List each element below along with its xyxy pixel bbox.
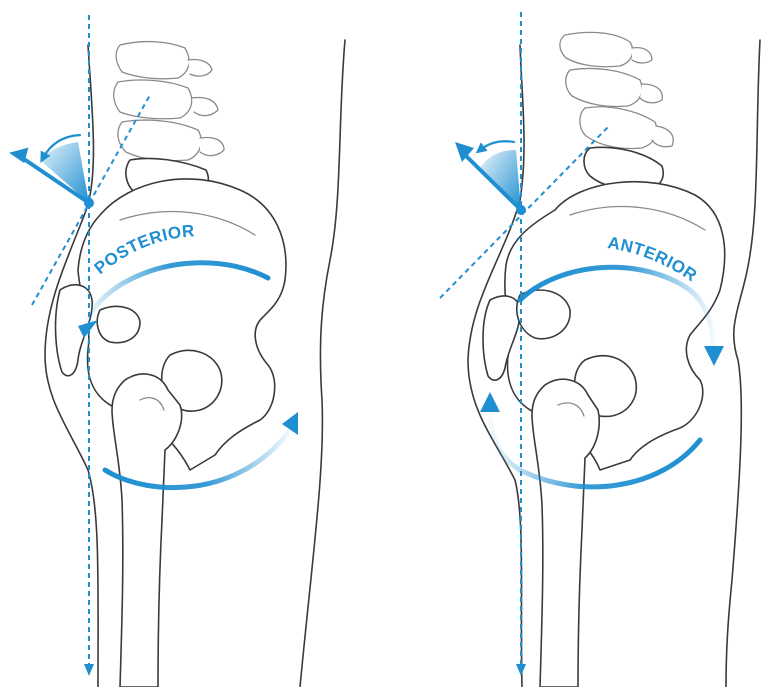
posterior-panel: POSTERIOR [9,15,345,687]
anterior-panel: ANTERIOR [440,12,760,687]
anterior-rotation-arrow-top-icon [704,346,724,366]
femur [112,350,222,687]
plumb-arrow-icon [516,664,526,676]
pivot-point [516,205,526,215]
front-contour-line [300,40,345,687]
pelvis [483,182,725,470]
lumbar-spine [560,32,673,190]
pivot-point [84,198,94,208]
lumbar-spine [114,42,224,201]
tilt-angle-wedge [480,150,521,210]
femur [532,356,636,687]
front-contour-line [726,40,760,687]
plumb-arrow-icon [84,664,94,676]
anterior-rotation-arrow-bottom-icon [480,392,500,412]
tilt-curl-arrow [480,141,514,150]
